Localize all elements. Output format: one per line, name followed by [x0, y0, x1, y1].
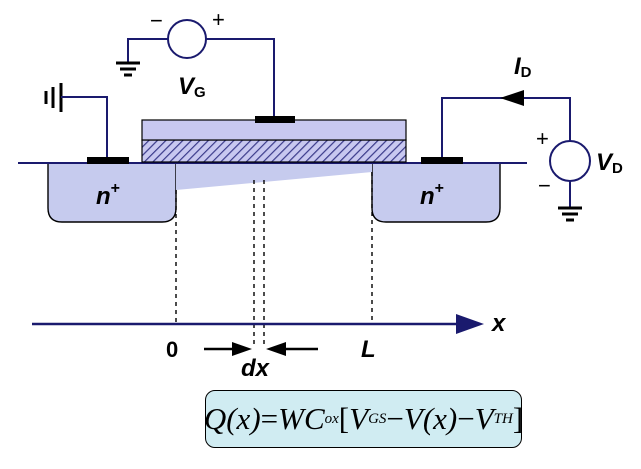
vg-minus-sign: −	[150, 8, 163, 33]
vd-minus-sign: −	[538, 173, 551, 198]
eq-wc: WC	[278, 401, 325, 436]
source-contact	[87, 157, 129, 164]
vd-plus-sign: +	[536, 126, 549, 151]
gate-contact	[255, 116, 295, 123]
drain-n-plus-label: n+	[420, 180, 444, 210]
vd-label: VD	[596, 149, 623, 177]
drain-contact	[421, 157, 463, 164]
vg-plus-sign: +	[212, 7, 225, 32]
eq-open-bracket: [	[338, 401, 350, 436]
x-axis-label: x	[490, 310, 507, 337]
eq-th-sub: TH	[493, 410, 513, 427]
eq-minus-2: −	[457, 401, 475, 436]
eq-vth: V	[474, 401, 494, 436]
origin-label: 0	[166, 337, 178, 362]
eq-equals: =	[260, 401, 279, 436]
channel-length-label: L	[361, 336, 376, 363]
drain-n-plus-region	[371, 162, 501, 223]
id-label: ID	[514, 53, 532, 81]
eq-minus-1: −	[386, 401, 404, 436]
vg-source-icon	[167, 19, 207, 59]
projection-lines	[175, 172, 373, 345]
vg-label: VG	[178, 73, 206, 101]
eq-gs-sub: GS	[368, 410, 387, 427]
source-wire	[61, 96, 108, 157]
eq-close-bracket: ]	[512, 401, 524, 436]
x-axis-arrowhead	[456, 314, 484, 334]
dx-left-arrow-icon	[204, 342, 252, 356]
vd-ground-icon	[558, 206, 582, 222]
eq-vx: V(x)	[403, 401, 458, 436]
source-ground-icon	[44, 83, 63, 112]
source-n-plus-label: n+	[96, 180, 120, 210]
eq-ox-sub: ox	[324, 410, 339, 427]
vg-ground-wire	[127, 38, 168, 62]
vd-source-icon	[549, 140, 591, 182]
gate-oxide	[141, 139, 407, 163]
dx-label: dx	[241, 355, 271, 382]
channel-inversion-layer	[176, 163, 372, 190]
dx-right-arrow-icon	[266, 342, 318, 356]
vg-ground-icon	[116, 61, 140, 77]
gate-wire	[206, 38, 275, 116]
id-arrow-icon	[500, 90, 524, 106]
eq-vgs: V	[349, 401, 369, 436]
source-n-plus-region	[47, 162, 177, 223]
drain-wire	[441, 97, 571, 157]
eq-lhs: Q(x)	[203, 401, 261, 436]
